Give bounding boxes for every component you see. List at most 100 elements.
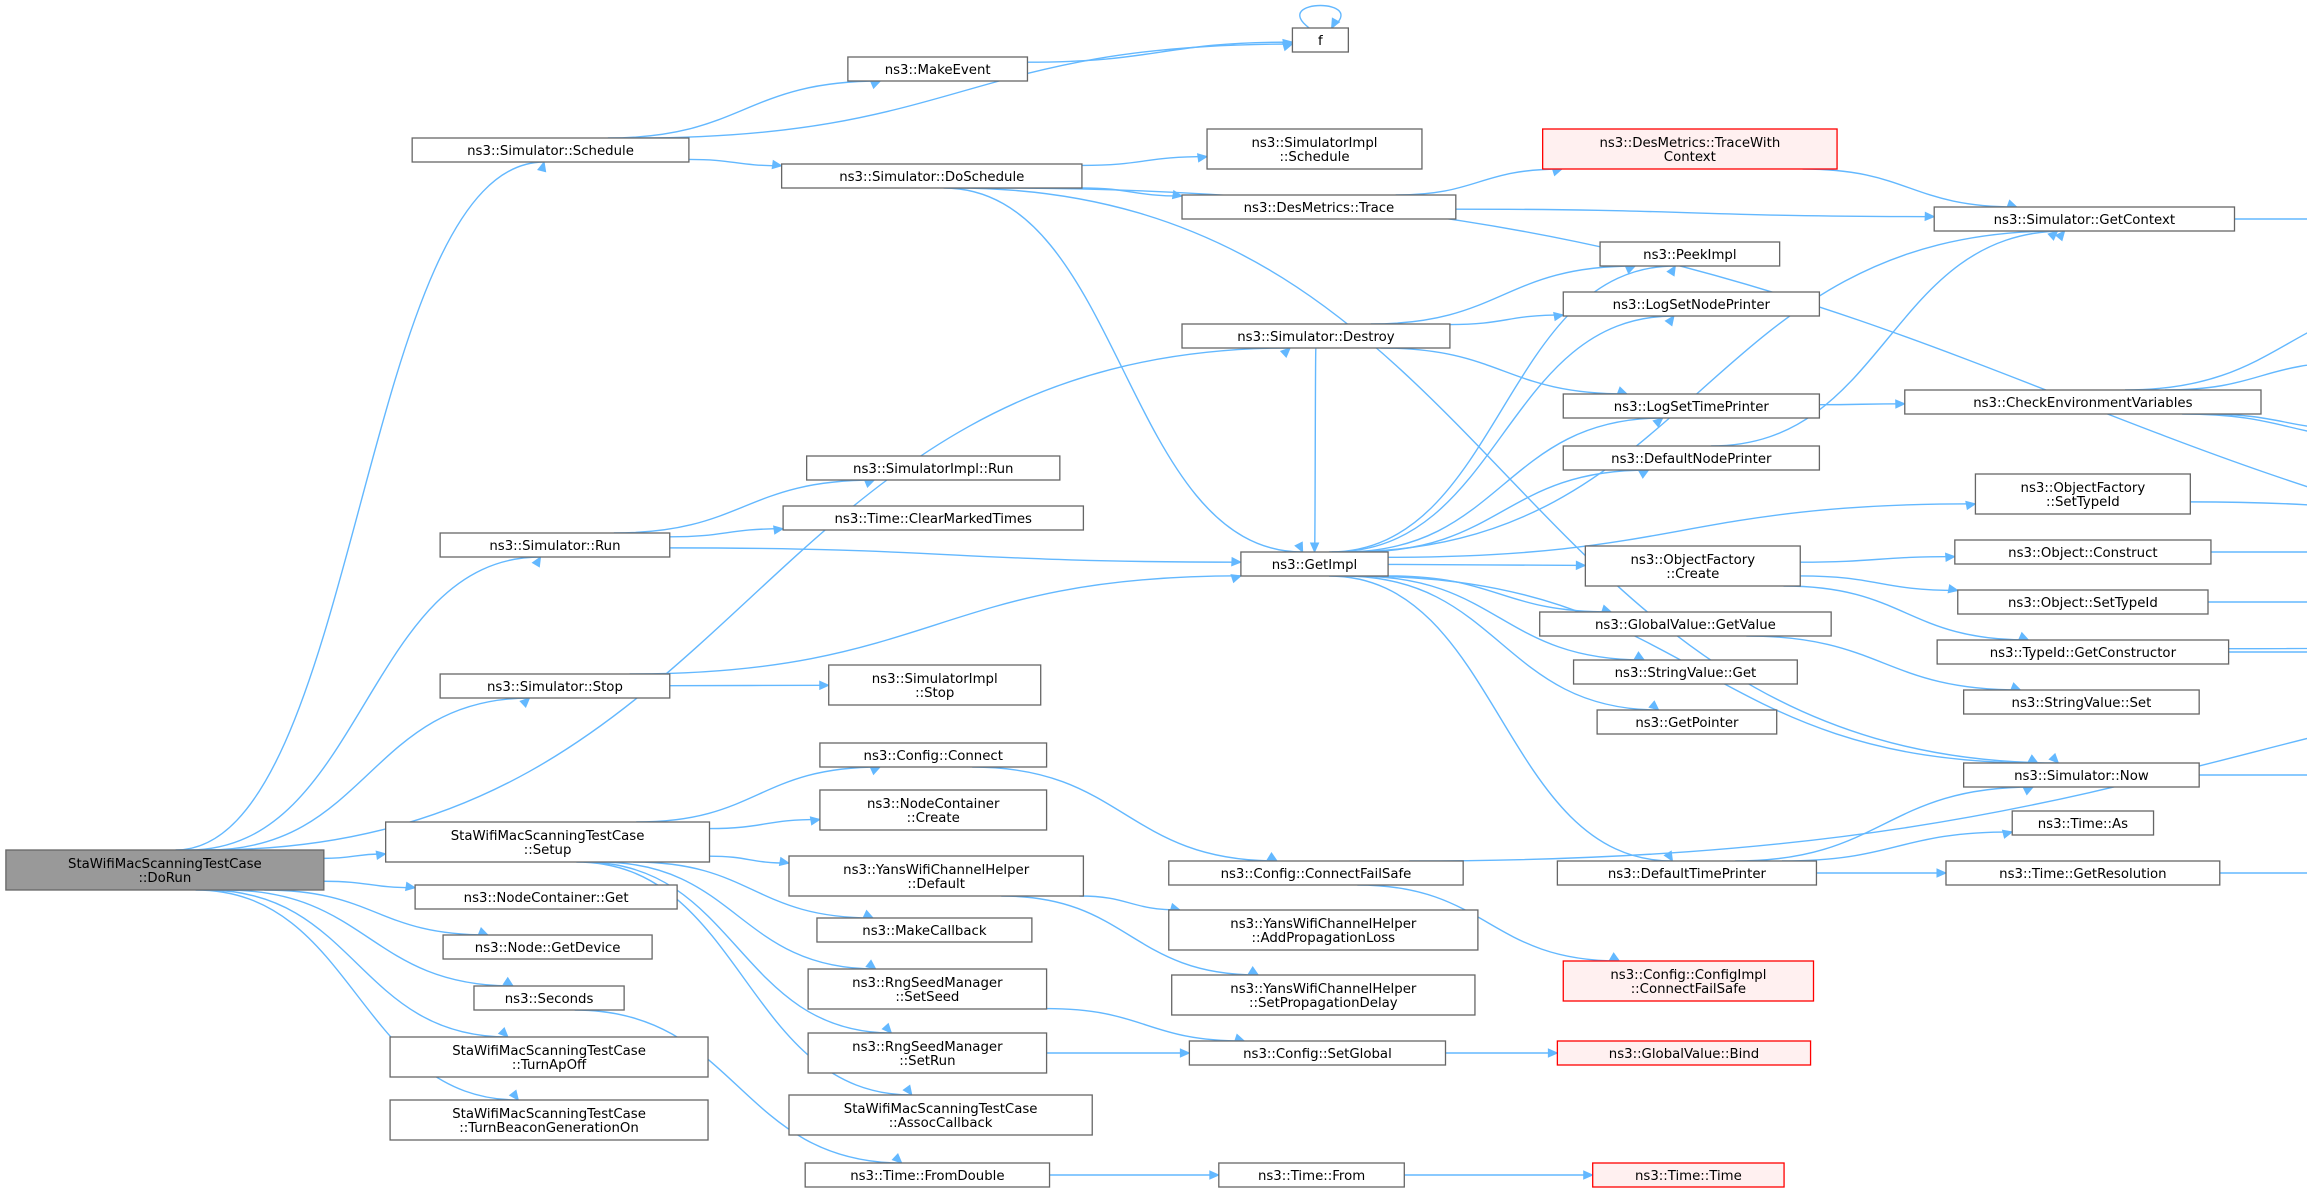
node-n56[interactable]: ns3::Node::GetDevice	[442, 934, 653, 960]
node-n45[interactable]: ns3::NodeContainer::Create	[819, 789, 1048, 831]
edge-n52-n54	[1079, 895, 1182, 913]
node-n69[interactable]: ns3::Time::Time	[1592, 1162, 1785, 1188]
edge-n27-n31	[1800, 575, 1959, 594]
node-n62[interactable]: ns3::Config::SetGlobal	[1188, 1040, 1447, 1066]
node-box	[1954, 539, 2212, 565]
node-label: StaWifiMacScanningTestCase	[452, 1107, 646, 1122]
node-n16[interactable]: ns3::LogSetTimePrinter	[1562, 393, 1821, 419]
node-n37[interactable]: ns3::Simulator::Stop	[439, 673, 671, 699]
node-n68[interactable]: ns3::Time::From	[1218, 1162, 1405, 1188]
node-box	[439, 673, 671, 699]
node-n65[interactable]: StaWifiMacScanningTestCase::AssocCallbac…	[788, 1094, 1093, 1136]
node-n47[interactable]: StaWifiMacScanningTestCase::Setup	[385, 821, 711, 863]
node-n11[interactable]: ns3::LogSetNodePrinter	[1562, 291, 1821, 317]
node-n26[interactable]: ns3::GetImpl	[1240, 551, 1389, 577]
node-n63[interactable]: ns3::GlobalValue::Bind	[1556, 1040, 1812, 1066]
node-n20[interactable]: ns3::DefaultNodePrinter	[1562, 445, 1821, 471]
node-n52[interactable]: ns3::YansWifiChannelHelper::Default	[788, 855, 1085, 897]
node-n57[interactable]: ns3::Config::ConfigImpl::ConnectFailSafe	[1562, 960, 1815, 1002]
node-n38[interactable]: ns3::SimulatorImpl::Stop	[828, 664, 1042, 706]
node-n54[interactable]: ns3::YansWifiChannelHelper::AddPropagati…	[1168, 909, 1479, 951]
node-n1[interactable]: ns3::Simulator::Schedule	[411, 137, 690, 163]
edge-arrowhead	[865, 959, 877, 970]
node-label: ns3::YansWifiChannelHelper	[843, 863, 1030, 878]
node-n66[interactable]: StaWifiMacScanningTestCase::TurnBeaconGe…	[389, 1099, 709, 1141]
node-n3[interactable]: f	[1291, 27, 1350, 53]
node-n27[interactable]: ns3::ObjectFactory::Create	[1584, 545, 1801, 587]
edge-n50-n51	[2219, 872, 2307, 874]
node-n64[interactable]: StaWifiMacScanningTestCase::TurnApOff	[389, 1036, 709, 1078]
node-n39[interactable]: ns3::StringValue::Get	[1572, 659, 1798, 685]
node-n0[interactable]: StaWifiMacScanningTestCase::DoRun	[5, 849, 325, 891]
node-box	[804, 1162, 1051, 1188]
edge-line	[576, 861, 912, 1096]
node-n23[interactable]: ns3::ObjectFactory::SetTypeId	[1974, 473, 2191, 515]
node-label: ns3::NodeContainer	[867, 797, 1000, 812]
node-n28[interactable]: ns3::Object::Construct	[1954, 539, 2212, 565]
edge-line	[1081, 155, 1208, 167]
node-n49[interactable]: ns3::DefaultTimePrinter	[1556, 860, 1818, 886]
node-n67[interactable]: ns3::Time::FromDouble	[804, 1162, 1051, 1188]
edge-line	[1781, 831, 2013, 862]
node-n8[interactable]: ns3::Simulator::GetContext	[1933, 206, 2236, 232]
node-n5[interactable]: ns3::SimulatorImpl::Schedule	[1206, 128, 1423, 170]
edge-line	[175, 161, 545, 851]
node-n50[interactable]: ns3::Time::GetResolution	[1945, 860, 2221, 886]
node-label: ns3::CheckEnvironmentVariables	[1973, 396, 2192, 411]
node-n40[interactable]: ns3::StringValue::Set	[1962, 689, 2200, 715]
edge-line	[607, 80, 881, 139]
node-n42[interactable]: ns3::Config::Connect	[819, 742, 1048, 768]
node-n2[interactable]: ns3::MakeEvent	[847, 56, 1029, 82]
node-n4[interactable]: ns3::Simulator::DoSchedule	[780, 163, 1083, 189]
node-n60[interactable]: ns3::Seconds	[473, 985, 625, 1011]
node-label: ns3::Object::SetTypeId	[2008, 596, 2158, 611]
node-n12[interactable]: ns3::Simulator::Destroy	[1181, 323, 1451, 349]
node-label: ns3::Node::GetDevice	[475, 941, 621, 956]
edge-arrowhead	[1965, 500, 1977, 511]
edge-arrowhead	[1231, 556, 1243, 567]
node-n41[interactable]: ns3::GetPointer	[1596, 709, 1778, 735]
edge-arrowhead	[1936, 868, 1948, 878]
edge-line	[207, 697, 530, 851]
node-box	[1206, 128, 1423, 170]
edge-arrowhead	[2027, 754, 2039, 764]
edge-n12-n16	[1380, 347, 1629, 396]
node-n43[interactable]: ns3::Simulator::Now	[1962, 762, 2200, 788]
node-box	[414, 884, 678, 910]
node-box	[1218, 1162, 1405, 1188]
node-n10[interactable]: ns3::PeekImpl	[1599, 241, 1781, 267]
node-box	[1596, 709, 1778, 735]
edge-arrowhead	[2048, 752, 2060, 764]
edge-n23-n30	[2190, 501, 2307, 506]
node-n17[interactable]: ns3::CheckEnvironmentVariables	[1904, 389, 2262, 415]
node-n53[interactable]: ns3::NodeContainer::Get	[414, 884, 678, 910]
edge-n67-n68	[1049, 1170, 1221, 1180]
node-n48[interactable]: ns3::Config::ConnectFailSafe	[1168, 860, 1464, 886]
node-box	[788, 1094, 1093, 1136]
edge-arrowhead	[2054, 230, 2066, 242]
node-box	[473, 985, 625, 1011]
edge-arrowhead	[477, 927, 490, 936]
edge-n28-n29	[2210, 551, 2307, 553]
edge-line	[1331, 315, 1674, 553]
node-n59[interactable]: ns3::YansWifiChannelHelper::SetPropagati…	[1171, 974, 1476, 1016]
edge-n26-n33	[1388, 575, 1613, 614]
node-n55[interactable]: ns3::MakeCallback	[816, 917, 1033, 943]
node-n7[interactable]: ns3::DesMetrics::Trace	[1181, 194, 1457, 220]
node-n22[interactable]: ns3::SimulatorImpl::Run	[806, 455, 1061, 481]
edge-n17-n14	[2165, 364, 2307, 391]
node-label: ns3::Time::FromDouble	[850, 1169, 1004, 1184]
node-n46[interactable]: ns3::Time::As	[2011, 810, 2155, 836]
node-n35[interactable]: ns3::TypeId::GetConstructor	[1936, 639, 2230, 665]
node-n25[interactable]: ns3::Simulator::Run	[439, 532, 671, 558]
edge-arrowhead	[1583, 1170, 1594, 1180]
node-n61[interactable]: ns3::RngSeedManager::SetRun	[807, 1032, 1048, 1074]
node-box	[788, 855, 1085, 897]
node-n31[interactable]: ns3::Object::SetTypeId	[1957, 589, 2209, 615]
node-n33[interactable]: ns3::GlobalValue::GetValue	[1539, 611, 1832, 637]
node-n24[interactable]: ns3::Time::ClearMarkedTimes	[782, 505, 1085, 531]
edge-line	[2124, 332, 2307, 391]
node-n58[interactable]: ns3::RngSeedManager::SetSeed	[807, 968, 1048, 1010]
node-label: ns3::SimulatorImpl	[872, 672, 998, 687]
